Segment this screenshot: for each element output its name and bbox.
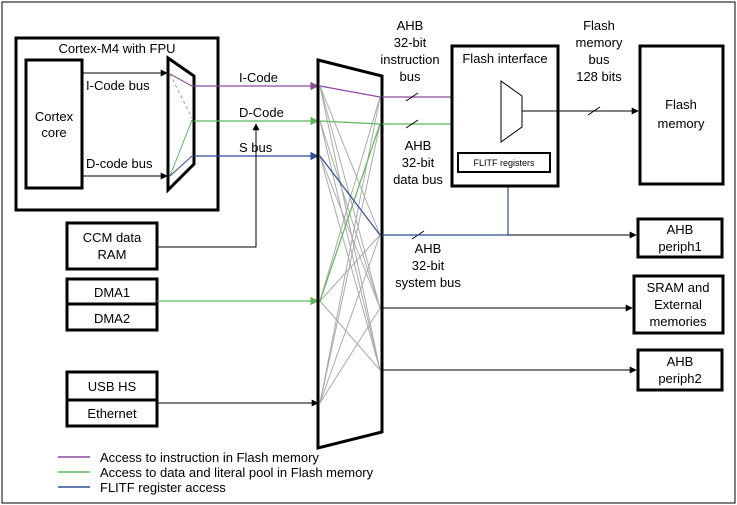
ahb-instruction-label-2: 32-bit [394,35,427,50]
ahb-instruction-label-4: bus [400,69,421,84]
cortex-core-label-2: core [41,125,66,140]
ahb-instruction-label-3: instruction [380,52,439,67]
mux-internal-blue [169,155,193,177]
ahb-periph2-label-1: AHB [667,354,694,369]
flash-interface-label: Flash interface [462,51,547,66]
dcode-label: D-Code [239,105,284,120]
cortex-core-block [24,58,84,190]
cortex-m4-title: Cortex-M4 with FPU [58,41,175,56]
sram-ext-label-3: memories [649,314,707,329]
ahb-data-bus-tick [405,119,419,129]
flitf-register-access-line [382,172,513,236]
legend-label-register: FLITF register access [100,480,226,495]
dcode-bus-label: D-code bus [86,156,153,171]
ahb-data-label-1: AHB [405,138,432,153]
icode-label: I-Code [239,70,278,85]
ahb-periph1-label-2: periph1 [658,239,701,254]
mux-internal-purple [169,73,193,87]
sram-ext-label-1: SRAM and [647,280,710,295]
ccm-ram-label-2: RAM [98,247,127,262]
icode-bus-label: I-Code bus [86,78,150,93]
ahb-periph2-block [636,348,724,392]
ethernet-label: Ethernet [87,406,137,421]
legend-label-instruction: Access to instruction in Flash memory [100,450,319,465]
flitf-registers-label: FLITF registers [473,158,535,168]
ahb-instruction-label-1: AHB [397,18,424,33]
cortex-bus-mux [166,55,196,194]
ccm-ram-block [65,221,159,271]
flitf-registers-block [457,152,551,173]
bus-matrix [316,58,384,450]
sram-ext-block [632,274,725,335]
flash-memory-bus-tick [587,106,601,116]
ahb-periph2-label-2: periph2 [658,371,701,386]
ahb-data-label-3: data bus [393,172,443,187]
ahb-periph1-block [636,217,724,259]
dma1-label: DMA1 [94,285,130,300]
ahb-data-label-2: 32-bit [402,155,435,170]
ahb-system-label-3: system bus [395,275,461,290]
mux-internal-green [169,119,193,177]
flash-memory-label-1: Flash [665,97,697,112]
ahb-instruction-bus-tick [405,92,419,102]
dma2-label: DMA2 [94,311,130,326]
flash-memory-bus-label-4: 128 bits [576,69,622,84]
ahb-system-label-1: AHB [415,241,442,256]
bus-matrix-colored-paths [319,85,381,302]
flash-memory-bus-label-2: memory [576,35,623,50]
mux-internal-dashed [169,73,193,119]
legend-label-data: Access to data and literal pool in Flash… [100,465,374,480]
bus-matrix-crossings [319,85,381,404]
ccm-ram-label-1: CCM data [83,230,142,245]
flash-memory-bus-label-3: bus [589,52,610,67]
flash-interface-mux [500,80,523,143]
flash-memory-block [638,44,725,186]
flash-memory-bus-label-1: Flash [583,18,615,33]
flash-memory-label-2: memory [658,116,705,131]
ccm-connection [157,123,260,248]
sram-ext-label-2: External [654,297,702,312]
cortex-core-label-1: Cortex [35,109,74,124]
ahb-system-label-2: 32-bit [412,258,445,273]
ahb-periph1-label-1: AHB [667,222,694,237]
usb-hs-label: USB HS [88,379,137,394]
legend: Access to instruction in Flash memory Ac… [58,450,374,495]
